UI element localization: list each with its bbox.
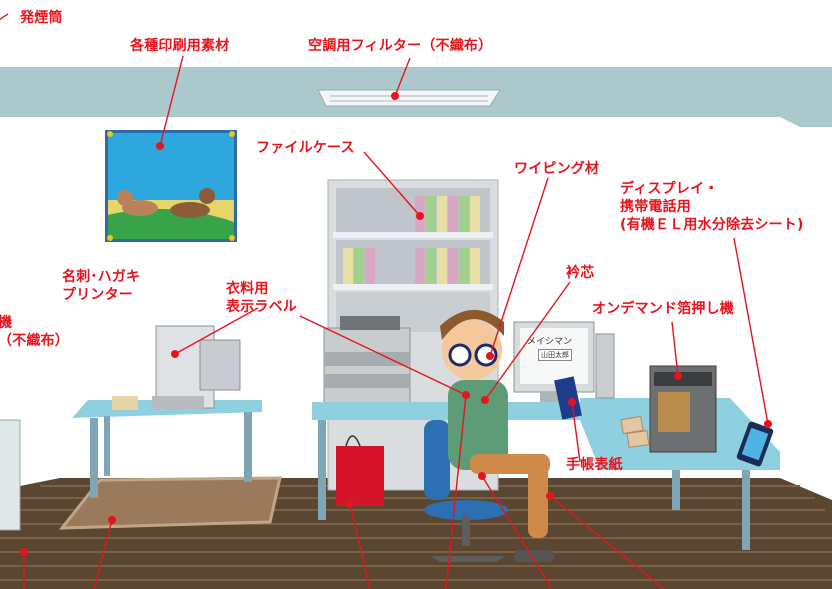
ac-vent-icon — [317, 89, 501, 107]
label-ac-filter: 空調用フィルター（不織布） — [308, 38, 493, 54]
label-foil-stamping: オンデマンド箔押し機 — [592, 301, 734, 317]
label-card-printer: 名刺･ハガキ プリンター — [62, 269, 141, 303]
screen-name: 山田太郎 — [538, 349, 572, 361]
card-printer-icon — [152, 325, 241, 410]
smartphone-icon — [736, 421, 774, 467]
label-clothing-label: 衣料用 表示ラベル — [226, 281, 297, 315]
foil-sample-cards — [620, 415, 650, 448]
rug — [58, 476, 282, 530]
monitor — [513, 321, 615, 402]
label-left-machine: 機 （不織布） — [0, 315, 69, 349]
label-wiping: ワイピング材 — [514, 161, 600, 177]
shopping-bag-icon — [336, 435, 384, 506]
label-printing-materials: 各種印刷用素材 — [130, 38, 230, 54]
left-edge-machine — [0, 419, 21, 531]
dogs-poster-icon — [105, 130, 237, 242]
foil-machine-icon — [649, 365, 717, 453]
label-notebook-cover: 手帳表紙 — [566, 457, 623, 473]
person — [440, 309, 582, 562]
label-smoke-tube: 発煙筒 — [20, 10, 63, 26]
label-file-case: ファイルケース — [256, 140, 355, 156]
leader-dots — [20, 92, 772, 556]
leader-lines — [0, 13, 769, 589]
label-collar-core: 衿芯 — [566, 265, 595, 281]
label-display-sheet: ディスプレイ・ 携帯電話用 (有機ＥＬ用水分除去シート) — [620, 181, 804, 233]
copier — [323, 316, 411, 409]
screen-title: メイシマン — [527, 337, 573, 347]
card-stack — [112, 396, 138, 410]
